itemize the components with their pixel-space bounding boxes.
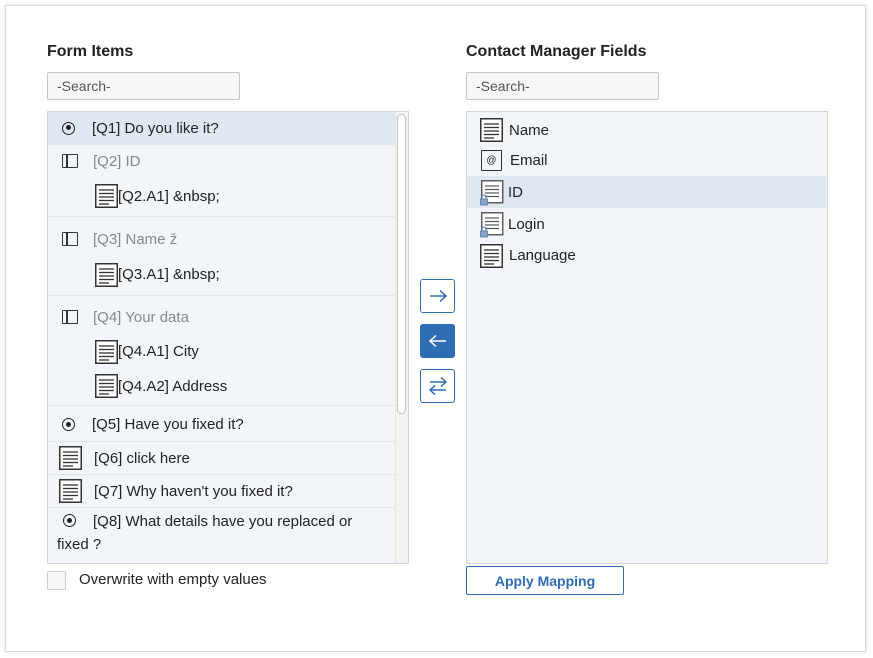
list-item-q8[interactable]: [Q8] What details have you replaced or f… <box>57 513 353 553</box>
arrow-left-icon <box>428 334 446 348</box>
text-field-icon <box>95 374 118 398</box>
field-item-id[interactable]: ID <box>467 176 826 208</box>
section-icon <box>62 154 78 168</box>
map-left-button[interactable] <box>420 324 455 358</box>
list-item-q6[interactable]: [Q6] click here <box>48 442 397 475</box>
list-item-q1[interactable]: [Q1] Do you like it? <box>48 112 397 145</box>
contact-fields-list[interactable]: Name @ Email ID Login Language <box>466 111 828 564</box>
field-item-name[interactable]: Name <box>467 115 826 145</box>
list-item-q4-a1[interactable]: [Q4.A1] City <box>48 336 397 367</box>
swap-arrows-icon <box>428 376 447 396</box>
radio-question-icon <box>62 418 75 431</box>
field-item-login[interactable]: Login <box>467 208 826 240</box>
list-item-q3-a1[interactable]: [Q3.A1] &nbsp; <box>48 254 397 296</box>
apply-mapping-button[interactable]: Apply Mapping <box>466 566 624 595</box>
list-item-q3[interactable]: [Q3] Name ž <box>48 224 397 254</box>
text-field-icon <box>59 479 82 503</box>
text-field-icon <box>480 118 503 142</box>
overwrite-checkbox[interactable] <box>47 571 66 590</box>
email-at-icon: @ <box>481 150 502 171</box>
arrow-right-icon <box>429 289 447 303</box>
list-item-q2[interactable]: [Q2] ID <box>48 146 397 176</box>
form-items-list[interactable]: [Q1] Do you like it? [Q2] ID [Q2.A1] &nb… <box>47 111 409 564</box>
text-field-icon <box>95 339 118 364</box>
text-field-icon <box>59 446 82 470</box>
section-icon <box>62 310 78 324</box>
text-field-icon <box>480 243 503 268</box>
list-item-q4-a2[interactable]: [Q4.A2] Address <box>48 367 397 406</box>
locked-text-field-icon <box>480 212 504 238</box>
radio-question-icon <box>62 121 75 135</box>
form-items-scrollbar[interactable] <box>395 112 408 563</box>
list-item-q2-a1[interactable]: [Q2.A1] &nbsp; <box>48 176 397 217</box>
overwrite-label: Overwrite with empty values <box>79 571 267 588</box>
list-item-q4[interactable]: [Q4] Your data <box>48 302 397 332</box>
form-items-title: Form Items <box>47 43 134 60</box>
section-icon <box>62 232 78 246</box>
text-field-icon <box>95 262 118 287</box>
field-item-language[interactable]: Language <box>467 240 826 271</box>
scrollbar-thumb[interactable] <box>397 114 406 414</box>
list-item-q7[interactable]: [Q7] Why haven't you fixed it? <box>48 475 397 508</box>
locked-text-field-icon <box>480 180 504 206</box>
field-item-email[interactable]: @ Email <box>467 145 826 176</box>
text-field-icon <box>95 184 118 208</box>
radio-question-icon <box>63 514 76 527</box>
form-items-search-input[interactable] <box>47 72 240 100</box>
map-right-button[interactable] <box>420 279 455 313</box>
list-item-q5[interactable]: [Q5] Have you fixed it? <box>48 408 397 442</box>
contact-fields-title: Contact Manager Fields <box>466 43 647 60</box>
contact-fields-search-input[interactable] <box>466 72 659 100</box>
swap-button[interactable] <box>420 369 455 403</box>
